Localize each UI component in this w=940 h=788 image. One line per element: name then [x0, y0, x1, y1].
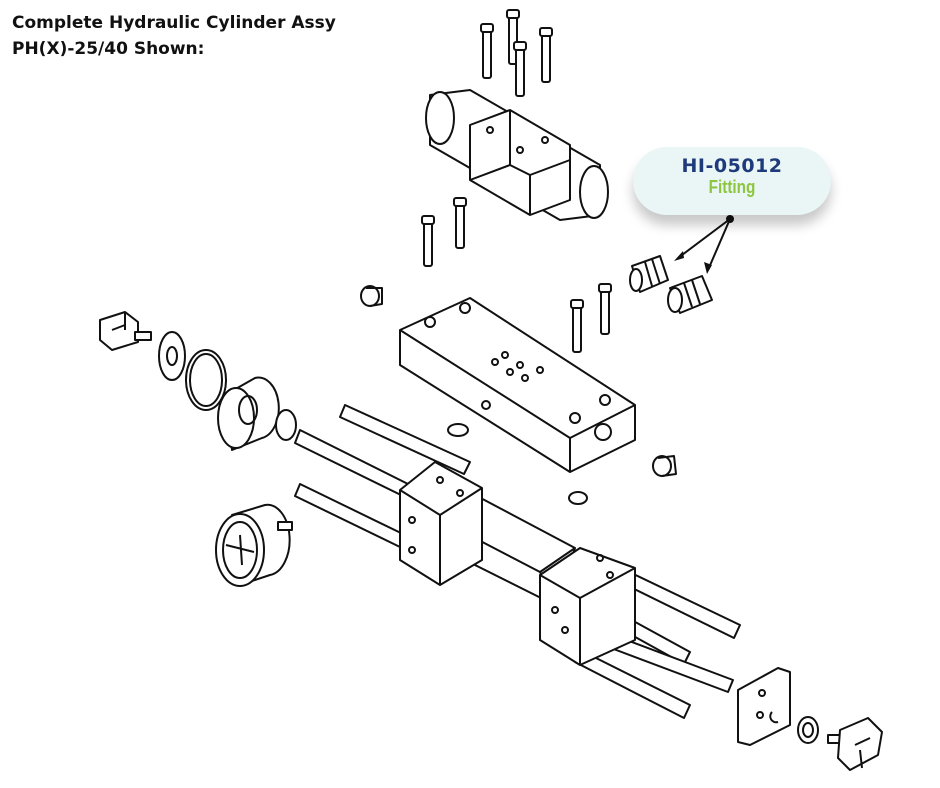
title-line-2: PH(X)-25/40 Shown: — [12, 39, 205, 59]
washer — [158, 331, 186, 381]
o-ring-rod — [275, 409, 297, 441]
piston — [215, 503, 293, 587]
jam-nut — [797, 716, 819, 744]
manifold-block — [399, 297, 636, 473]
rod-gland — [217, 376, 280, 451]
rod-clevis-right — [827, 717, 883, 771]
title-line-1: Complete Hydraulic Cylinder Assy — [12, 13, 336, 33]
diagram-title: Complete Hydraulic Cylinder Assy PH(X)-2… — [12, 10, 336, 62]
directional-valve — [425, 89, 609, 221]
manifold-bolts — [421, 197, 612, 353]
o-ring-large — [185, 349, 227, 411]
end-cap-blind — [539, 547, 636, 666]
o-ring-small — [447, 423, 469, 437]
fitting-hi-05012 — [629, 255, 713, 314]
end-cap-rod — [399, 461, 483, 586]
part-callout: HI-05012 Fitting — [633, 147, 831, 215]
mounting-plate — [737, 667, 791, 746]
callout-arrows — [674, 215, 734, 274]
valve-bolts — [480, 9, 553, 97]
part-number: HI-05012 — [681, 155, 783, 177]
part-description: Fitting — [708, 177, 756, 197]
rod-clevis-left — [99, 311, 152, 351]
plug — [360, 285, 677, 477]
o-ring-small — [568, 491, 588, 505]
